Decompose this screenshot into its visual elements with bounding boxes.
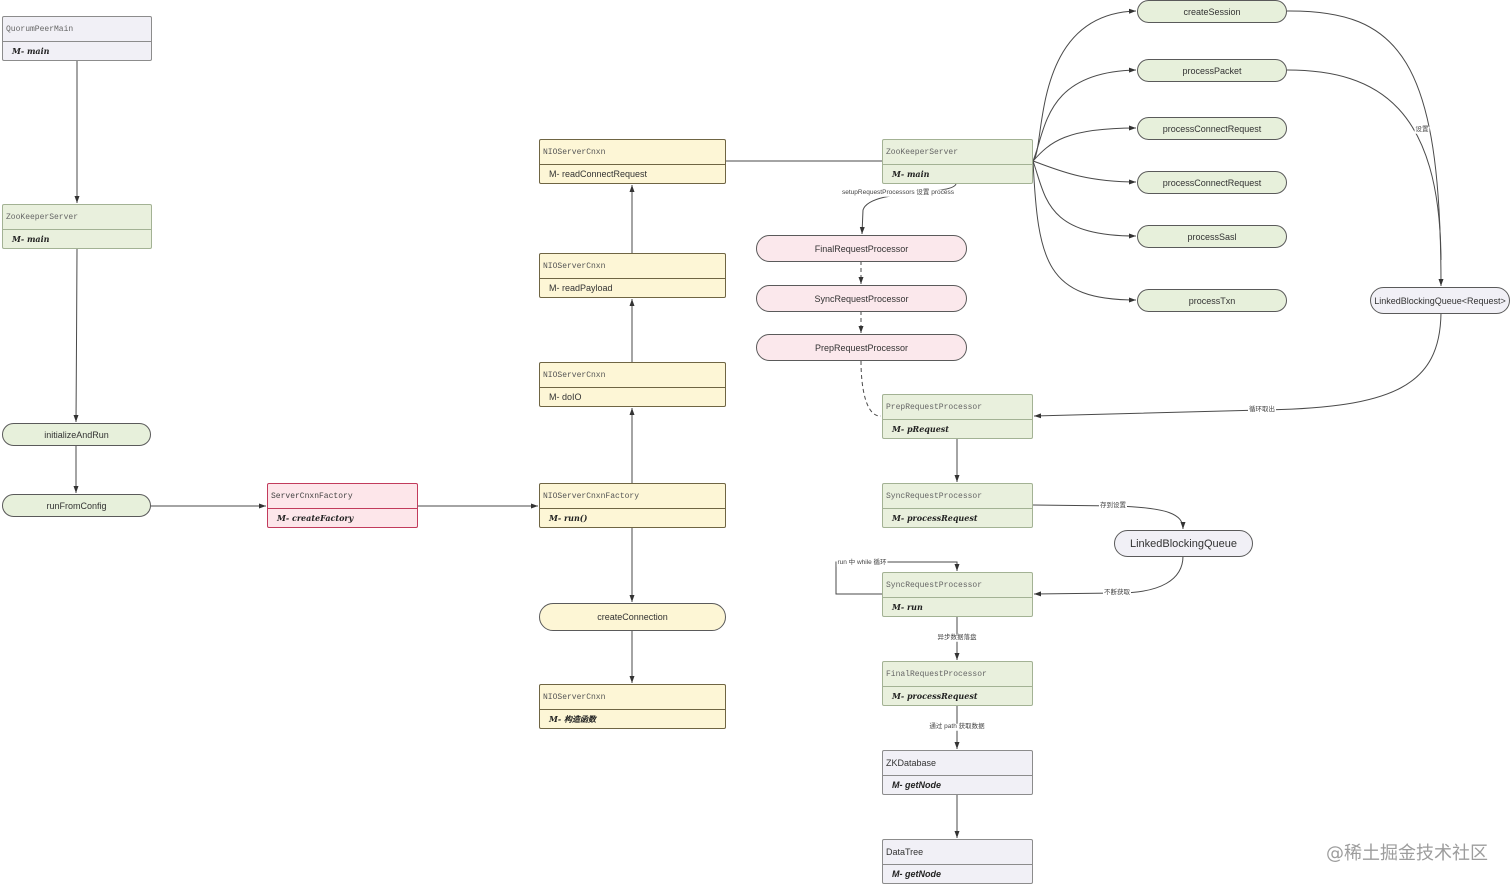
method-name: M- getNode (892, 780, 941, 790)
method-name: M- run (892, 602, 923, 612)
final-request-processor-node: FinalRequestProcessor (756, 235, 967, 262)
edge-processpacket-to-queue-request (1286, 69, 1442, 261)
process-connect-request-node-1: processConnectRequest (1137, 117, 1287, 140)
sync-request-processor-run-class: SyncRequestProcessor M- run (882, 572, 1033, 617)
edge-label-while-loop: run 中 while 循环 (836, 558, 888, 567)
create-session-node: createSession (1137, 0, 1287, 23)
create-connection-node: createConnection (539, 603, 726, 631)
class-name: DataTree (883, 840, 1032, 865)
method-name: M- readConnectRequest (549, 169, 648, 179)
edge-zkserver-to-createsession (1032, 8, 1137, 162)
method-name: M- run() (549, 513, 588, 523)
edge-zkserver-to-processsasl (1032, 160, 1137, 239)
nio-server-cnxn-read-connect-class: NIOServerCnxn M- readConnectRequest (539, 139, 726, 184)
method-name: M- readPayload (549, 283, 613, 293)
nio-server-cnxn-read-payload-class: NIOServerCnxn M- readPayload (539, 253, 726, 298)
method-name: M- processRequest (892, 691, 978, 701)
edge-sync-run-self-loop (835, 561, 960, 595)
edge-prep-pill-to-prep-class (860, 360, 882, 417)
class-name: SyncRequestProcessor (883, 484, 1032, 509)
process-sasl-node: processSasl (1137, 225, 1287, 248)
method-name: M- doIO (549, 392, 582, 402)
final-request-processor-class: FinalRequestProcessor M- processRequest (882, 661, 1033, 706)
edge-createsession-to-queue-request (1286, 10, 1444, 287)
watermark: @稀土掘金技术社区 (1326, 843, 1488, 864)
class-name: NIOServerCnxn (540, 254, 725, 279)
class-name: SyncRequestProcessor (883, 573, 1032, 598)
process-packet-node: processPacket (1137, 59, 1287, 82)
edge-label-setup-processors: setupRequestProcessors 设置 process (841, 188, 955, 197)
class-name: ZooKeeperServer (3, 205, 151, 230)
linked-blocking-queue-request-node: LinkedBlockingQueue<Request> (1370, 287, 1510, 314)
edge-zkserver-to-processconnect-1 (1032, 125, 1137, 162)
class-name: QuorumPeerMain (3, 17, 151, 42)
class-name: NIOServerCnxn (540, 685, 725, 710)
server-cnxn-factory-class: ServerCnxnFactory M- createFactory (267, 483, 418, 528)
class-name: PrepRequestProcessor (883, 395, 1032, 420)
method-name: M- pRequest (892, 424, 949, 434)
edge-label-queue-set: 设置 (1414, 125, 1430, 134)
class-name: NIOServerCnxnFactory (540, 484, 725, 509)
class-name: NIOServerCnxn (540, 140, 725, 165)
zookeeper-server-class-right: ZooKeeperServer M- main (882, 139, 1033, 184)
method-name: M- main (12, 234, 50, 244)
class-name: ZKDatabase (883, 751, 1032, 776)
data-tree-class: DataTree M- getNode (882, 839, 1033, 884)
method-name: M- createFactory (277, 513, 354, 523)
edge-label-queue-put: 存到设置 (1099, 501, 1127, 510)
class-name: FinalRequestProcessor (883, 662, 1032, 687)
initialize-and-run-node: initializeAndRun (2, 423, 151, 446)
process-connect-request-node-2: processConnectRequest (1137, 171, 1287, 194)
nio-server-cnxn-factory-class: NIOServerCnxnFactory M- run() (539, 483, 726, 528)
sync-request-processor-process-class: SyncRequestProcessor M- processRequest (882, 483, 1033, 528)
edge-zkserver-to-processpacket (1032, 67, 1137, 162)
prep-request-processor-node: PrepRequestProcessor (756, 334, 967, 361)
run-from-config-node: runFromConfig (2, 494, 151, 517)
edge-queue-request-to-prep (1033, 312, 1442, 419)
edge-zkserver-to-processtxn (1032, 160, 1137, 303)
class-name: NIOServerCnxn (540, 363, 725, 388)
edge-zkserver-to-initialize (73, 248, 79, 423)
sync-request-processor-node: SyncRequestProcessor (756, 285, 967, 312)
class-name: ZooKeeperServer (883, 140, 1032, 165)
method-name: M- main (12, 46, 50, 56)
quorum-peer-main-class: QuorumPeerMain M- main (2, 16, 152, 61)
edge-zkserver-to-processconnect-2 (1032, 160, 1137, 185)
edge-label-persist: 异步数据落盘 (936, 633, 978, 642)
process-txn-node: processTxn (1137, 289, 1287, 312)
method-name: M- 构造函数 (549, 713, 596, 724)
method-name: M- main (892, 169, 930, 179)
method-name: M- processRequest (892, 513, 978, 523)
zk-database-class: ZKDatabase M- getNode (882, 750, 1033, 795)
linked-blocking-queue-node: LinkedBlockingQueue (1114, 530, 1253, 557)
zookeeper-server-class-left: ZooKeeperServer M- main (2, 204, 152, 249)
prep-request-processor-class: PrepRequestProcessor M- pRequest (882, 394, 1033, 439)
edge-label-get-by-path: 通过 path 获取数据 (928, 722, 986, 731)
nio-server-cnxn-constructor-class: NIOServerCnxn M- 构造函数 (539, 684, 726, 729)
class-name: ServerCnxnFactory (268, 484, 417, 509)
nio-server-cnxn-doio-class: NIOServerCnxn M- doIO (539, 362, 726, 407)
method-name: M- getNode (892, 869, 941, 879)
edge-label-continuous-get: 不断获取 (1103, 588, 1131, 597)
edge-label-loop-take: 循环取出 (1248, 405, 1276, 414)
